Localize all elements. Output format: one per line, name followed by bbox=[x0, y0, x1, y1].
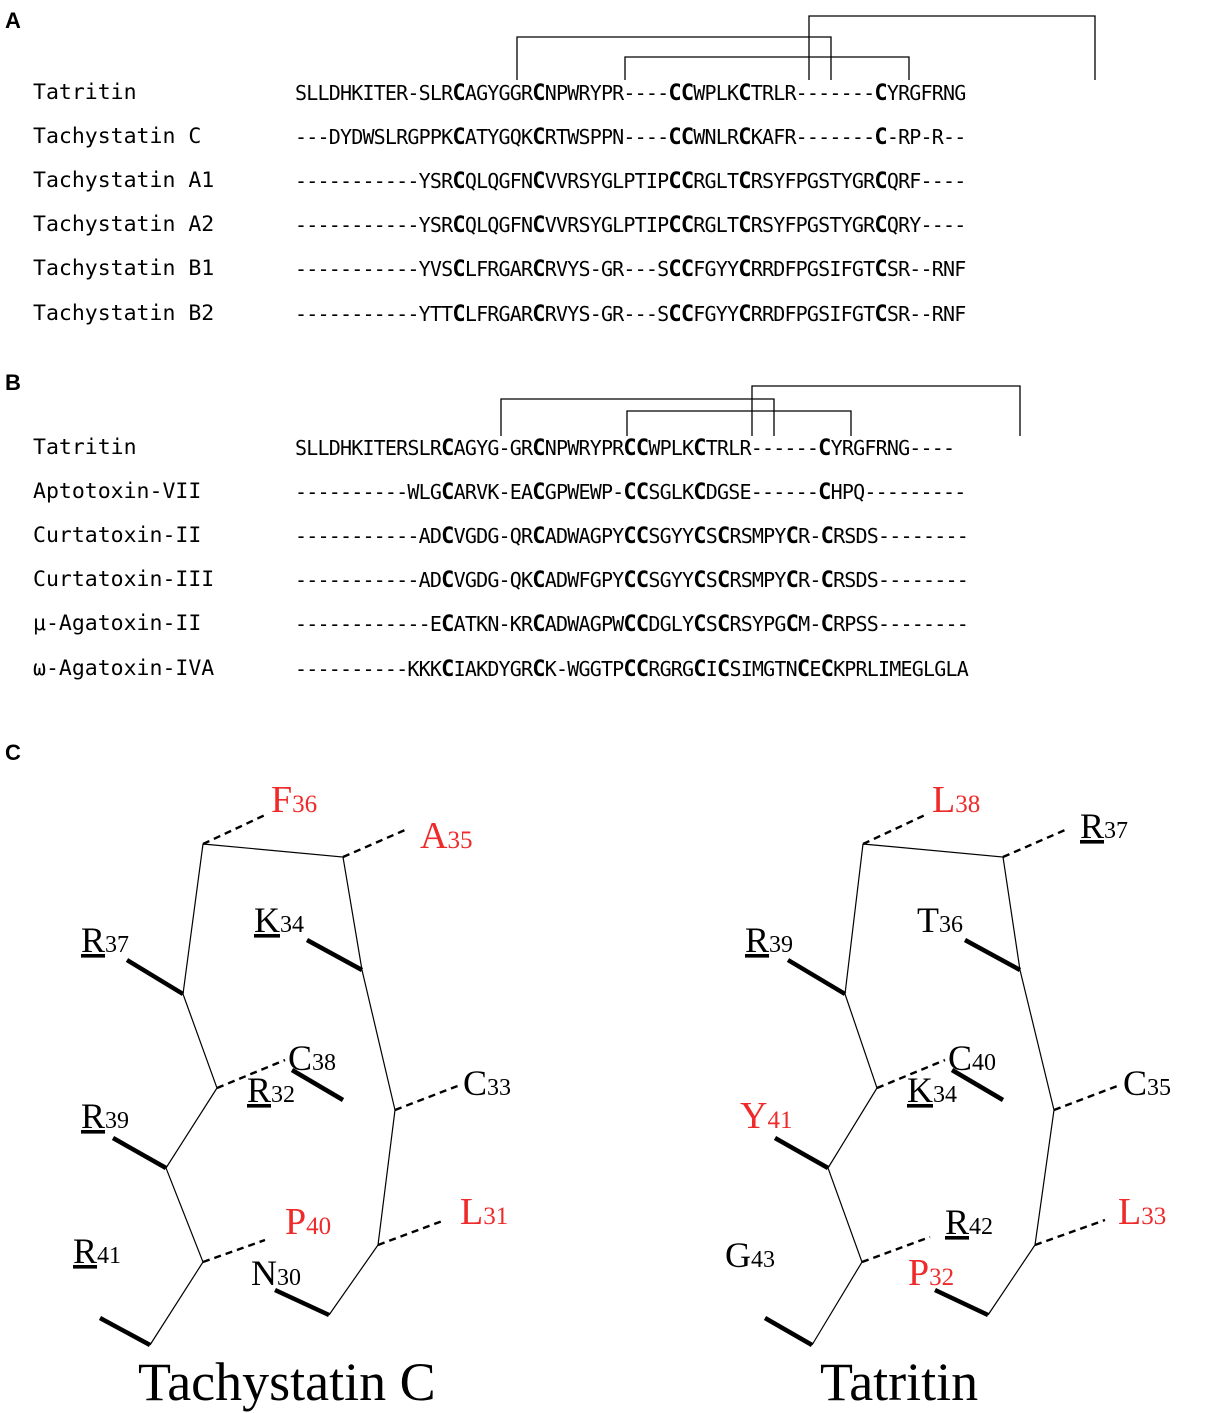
sequence-name: Tachystatin A2 bbox=[33, 212, 215, 237]
sequence-alignment-row: -----------ADCVGDG-QKCADWFGPYCCSGYYCSCRS… bbox=[295, 568, 969, 593]
residue-r37: R37 bbox=[81, 920, 129, 960]
sequence-alignment-row: SLLDHKITERSLRCAGYG-GRCNPWRYPRCCWPLKCTRLR… bbox=[295, 436, 955, 461]
sequence-name: Curtatoxin-II bbox=[33, 523, 202, 548]
residue-f36: F36 bbox=[271, 779, 317, 821]
residue-r42: R42 bbox=[945, 1202, 993, 1242]
sequence-alignment-row: -----------YSRCQLQGFNCVVRSYGLPTIPCCRGLTC… bbox=[295, 169, 966, 194]
bold-side-chains bbox=[98, 938, 364, 1347]
residue-k34: K34 bbox=[254, 900, 304, 940]
structure-tatritin: L38 R37 R39 T36 C40 C35 Y41 K34 R42 L33 … bbox=[725, 779, 1171, 1412]
residue-r41: R41 bbox=[73, 1231, 121, 1271]
sequence-name: Tatritin bbox=[33, 80, 137, 105]
sequence-alignment-row: ------------ECATKN-KRCADWAGPWCCDGLYCSCRS… bbox=[295, 612, 969, 637]
structure-title-tatritin: Tatritin bbox=[820, 1352, 978, 1412]
sequence-alignment-row: -----------YTTCLFRGARCRVYS-GR---SCCFGYYC… bbox=[295, 302, 966, 327]
residue-r37: R37 bbox=[1080, 806, 1128, 846]
dashed-side-chains bbox=[861, 813, 1121, 1264]
backbone bbox=[149, 843, 396, 1346]
disulfide-bonds-b bbox=[500, 385, 1021, 436]
sequence-alignment-row: -----------YSRCQLQGFNCVVRSYGLPTIPCCRGLTC… bbox=[295, 213, 966, 238]
residue-p40: P40 bbox=[285, 1201, 331, 1243]
residue-p32: P32 bbox=[908, 1252, 954, 1294]
residue-labels-tachystatin-c: F36 A35 R37 K34 C38 C33 R39 R32 P40 L31 … bbox=[73, 779, 511, 1293]
dashed-side-chains bbox=[202, 813, 461, 1264]
sequence-alignment-row: ----------KKKCIAKDYGRCK-WGGTPCCRGRGCICSI… bbox=[295, 657, 969, 682]
residue-g43: G43 bbox=[725, 1235, 775, 1275]
residue-labels-tatritin: L38 R37 R39 T36 C40 C35 Y41 K34 R42 L33 … bbox=[725, 779, 1171, 1294]
sequence-name: Curtatoxin-III bbox=[33, 567, 215, 592]
residue-c33: C33 bbox=[463, 1063, 511, 1103]
sequence-name: ω-Agatoxin-IVA bbox=[33, 656, 215, 681]
sequence-name: Tachystatin B2 bbox=[33, 301, 215, 326]
sequence-name: Tachystatin B1 bbox=[33, 256, 215, 281]
structure-title-tachystatin-c: Tachystatin C bbox=[138, 1352, 436, 1412]
residue-r39: R39 bbox=[745, 920, 793, 960]
residue-c35: C35 bbox=[1123, 1063, 1171, 1103]
residue-k34: K34 bbox=[907, 1070, 957, 1110]
sequence-alignment-row: ---DYDWSLRGPPKCATYGQKCRTWSPPN----CCWNLRC… bbox=[295, 125, 966, 150]
panel-label-b: B bbox=[5, 370, 21, 395]
sequence-name: Tachystatin C bbox=[33, 124, 202, 149]
residue-c38: C38 bbox=[288, 1038, 336, 1078]
sequence-name: μ-Agatoxin-II bbox=[33, 611, 202, 636]
structure-tachystatin-c: F36 A35 R37 K34 C38 C33 R39 R32 P40 L31 … bbox=[73, 779, 511, 1412]
residue-r39: R39 bbox=[81, 1096, 129, 1136]
disulfide-bonds-a bbox=[516, 15, 1096, 80]
residue-t36: T36 bbox=[917, 900, 963, 940]
residue-n30: N30 bbox=[251, 1253, 301, 1293]
sequence-alignment-row: ----------WLGCARVK-EACGPWEWP-CCSGLKCDGSE… bbox=[295, 480, 966, 505]
sequence-alignment-row: SLLDHKITER-SLRCAGYGGRCNPWRYPR----CCWPLKC… bbox=[295, 81, 966, 106]
sequence-alignment-row: -----------ADCVGDG-QRCADWAGPYCCSGYYCSCRS… bbox=[295, 524, 969, 549]
residue-c40: C40 bbox=[948, 1038, 996, 1078]
structure-diagrams: F36 A35 R37 K34 C38 C33 R39 R32 P40 L31 … bbox=[73, 779, 1171, 1412]
residue-y41: Y41 bbox=[740, 1095, 792, 1137]
bold-side-chains bbox=[763, 938, 1022, 1347]
residue-r32: R32 bbox=[247, 1070, 295, 1110]
residue-l38: L38 bbox=[932, 779, 980, 821]
sequence-name: Aptotoxin-VII bbox=[33, 479, 202, 504]
residue-l31: L31 bbox=[460, 1191, 508, 1233]
sequence-alignment-row: -----------YVSCLFRGARCRVYS-GR---SCCFGYYC… bbox=[295, 257, 966, 282]
panel-label-a: A bbox=[5, 8, 21, 33]
sequence-name: Tatritin bbox=[33, 435, 137, 460]
backbone bbox=[811, 843, 1055, 1346]
panel-label-c: C bbox=[5, 740, 21, 765]
residue-l33: L33 bbox=[1118, 1191, 1166, 1233]
sequence-name: Tachystatin A1 bbox=[33, 168, 215, 193]
residue-a35: A35 bbox=[420, 815, 472, 857]
